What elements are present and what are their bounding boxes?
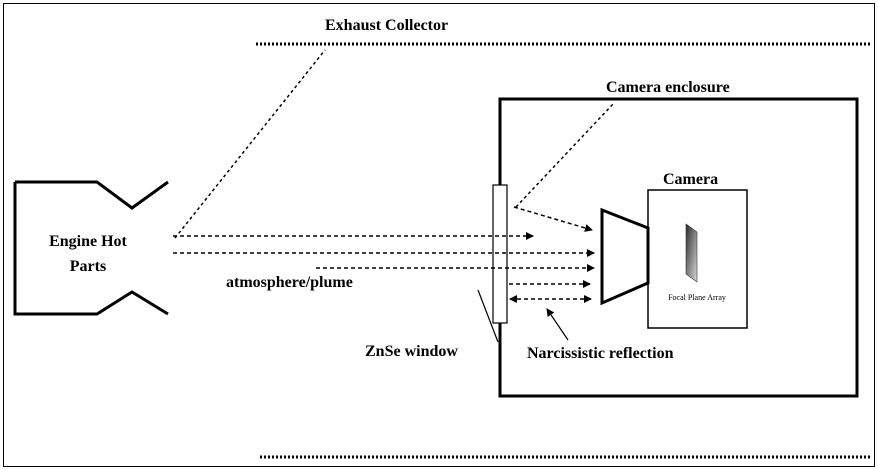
exhaust-collector-label: Exhaust Collector — [325, 17, 448, 34]
engine-hot-parts-label-line2: Parts — [70, 258, 106, 275]
znse-window-pane — [492, 184, 508, 324]
narcissistic-reflection-label: Narcissistic reflection — [527, 345, 674, 362]
znse-window-leader-line — [477, 289, 499, 343]
focal-plane-array-icon — [685, 223, 698, 283]
camera-lens — [600, 207, 650, 306]
camera-enclosure-leader-line — [515, 102, 615, 208]
camera-label: Camera — [663, 171, 718, 188]
narcissistic-leader-arrow — [546, 308, 569, 341]
reflection-arrow — [513, 206, 593, 232]
outer-border — [3, 3, 875, 467]
engine-hot-parts-label-line1: Engine Hot — [49, 233, 127, 250]
engine-lower-wall — [13, 182, 169, 316]
exhaust-collector-leader-line — [174, 49, 326, 239]
atmosphere-plume-label: atmosphere/plume — [226, 274, 353, 291]
engine-upper-wall — [15, 180, 169, 210]
focal-plane-array-label: Focal Plane Array — [668, 293, 726, 302]
camera-enclosure-label: Camera enclosure — [606, 79, 730, 96]
znse-window-label: ZnSe window — [365, 343, 458, 360]
camera-body — [647, 189, 748, 329]
